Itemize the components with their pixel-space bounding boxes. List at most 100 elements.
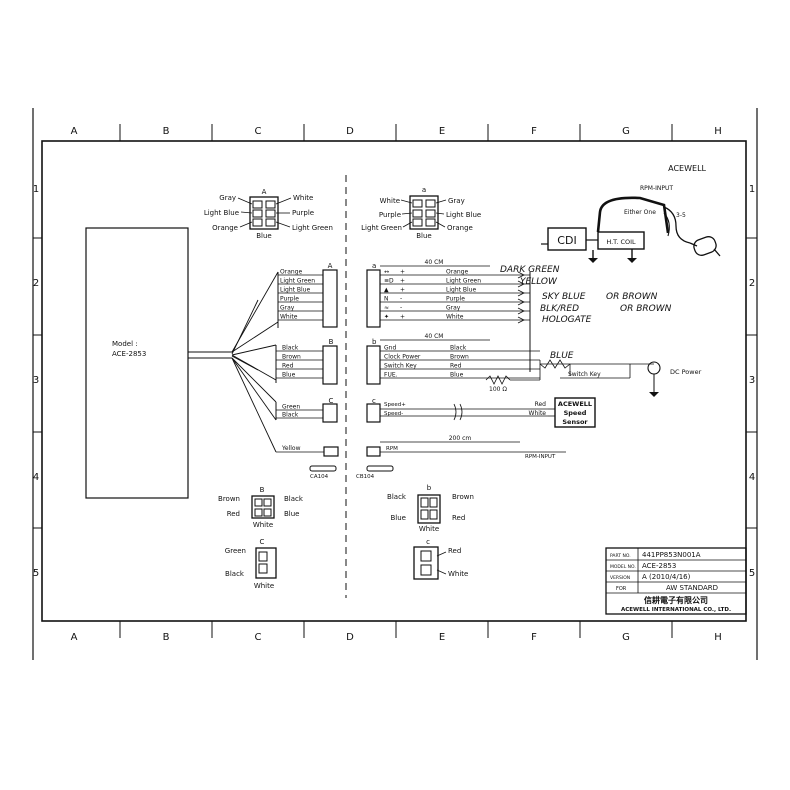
connector-letter: b	[372, 338, 377, 346]
wire-label: Light Green	[280, 278, 315, 285]
wire-label: Red	[448, 547, 461, 555]
cdi-label: CDI	[557, 234, 576, 247]
connector-letter: c	[426, 538, 430, 546]
handwritten-note: DARK GREEN	[500, 265, 560, 275]
wire-label: White	[280, 314, 298, 321]
wire-label: Brown	[218, 495, 240, 503]
handwritten-note: SKY BLUE	[542, 292, 586, 302]
wire-label: Green	[225, 547, 246, 555]
turns-label: 3-5	[676, 212, 686, 219]
company-name-cn: 信耕電子有限公司	[644, 595, 708, 605]
connector-C-body	[322, 403, 338, 423]
handwritten-notes: DARK GREEN YELLOW SKY BLUE OR BROWN BLK/…	[500, 265, 672, 361]
connector-C-bottom: C Green Black White	[225, 538, 277, 590]
rpm-input-label: RPM-INPUT	[640, 185, 673, 192]
column-label: B	[163, 126, 170, 137]
wire-label: White	[448, 570, 468, 578]
connector-letter: a	[422, 186, 426, 194]
connector-yellow-body	[323, 446, 339, 457]
column-label: C	[255, 632, 262, 643]
wire-label: Black	[387, 493, 407, 501]
function-label: FUE.	[384, 372, 398, 379]
title-block-value: ACE-2853	[642, 562, 676, 570]
row-label: 2	[33, 278, 39, 289]
row-label: 3	[33, 375, 39, 386]
wire-label: White	[529, 410, 547, 417]
wire-label: White	[446, 314, 464, 321]
wire-label: Red	[450, 363, 462, 370]
title-block-value: AW STANDARD	[666, 584, 718, 592]
wire-label: Red	[535, 401, 547, 408]
connector-rpm-body	[366, 446, 381, 457]
function-label: Gnd	[384, 345, 396, 352]
rpm-label: RPM	[386, 446, 398, 452]
title-block-label: VERSION	[610, 575, 630, 581]
wire-label: Light Blue	[446, 287, 476, 294]
connector-letter: A	[328, 262, 333, 270]
function-icon: N	[384, 296, 389, 303]
wire-label: Blue	[416, 232, 432, 240]
row-label: 1	[749, 184, 755, 195]
row-label: 4	[749, 472, 755, 483]
connector-letter: B	[260, 486, 265, 494]
wire-label: Light Blue	[204, 209, 239, 217]
function-icon: ✦	[384, 314, 389, 321]
title-block-value: A (2010/4/16)	[642, 573, 691, 581]
speed-sensor-label: Speed	[564, 409, 587, 417]
row-label: 1	[33, 184, 39, 195]
column-label: B	[163, 632, 170, 643]
connector-c-bottom: c Red White	[413, 538, 468, 580]
connector-b-body	[366, 345, 381, 385]
ca104-label: CA104	[310, 474, 329, 480]
column-label: G	[622, 126, 630, 137]
either-one-label: Either One	[624, 209, 656, 216]
wire-label: Green	[282, 404, 300, 411]
wire-label: Black	[282, 345, 299, 352]
column-label: A	[71, 632, 78, 643]
wire-label: Black	[450, 345, 467, 352]
model-number: ACE-2853	[112, 350, 146, 358]
wire-label: Gray	[219, 194, 236, 202]
wire-label: Blue	[450, 372, 464, 379]
connector-letter: a	[372, 262, 376, 270]
coil-label: H.T. COIL	[606, 238, 636, 246]
handwritten-note: BLK/RED	[540, 304, 579, 314]
row-label: 4	[33, 472, 39, 483]
wire-label: Brown	[452, 493, 474, 501]
connector-B-bottom: B Brown Red Black Blue White	[218, 486, 304, 529]
wire-label: Orange	[212, 224, 238, 232]
column-label: F	[531, 632, 537, 643]
row-label: 5	[33, 568, 39, 579]
title-block-label: FOR	[616, 586, 627, 592]
column-label: H	[714, 632, 722, 643]
cb104-label: CB104	[356, 474, 375, 480]
connector-a-body	[366, 269, 381, 328]
wire-label: White	[253, 521, 273, 529]
polarity-sign: +	[400, 314, 405, 321]
wire-label: Purple	[280, 296, 299, 303]
wire-label: Orange	[280, 269, 302, 276]
handwritten-note: HOLOGATE	[542, 315, 592, 325]
connector-c-body	[366, 403, 381, 423]
dc-power-label: DC Power	[670, 368, 702, 376]
speed-sensor-label: Sensor	[562, 418, 588, 426]
switch-key-label: Switch Key	[568, 371, 601, 378]
row-label: 3	[749, 375, 755, 386]
harness-right: a 40 CM ↔+Orange≡D+Light Green▲+Light Bl…	[356, 259, 702, 480]
row-label: 5	[749, 568, 755, 579]
wire-label: Black	[225, 570, 245, 578]
function-icon: ≈	[384, 305, 389, 312]
handwritten-note: OR BROWN	[606, 292, 658, 302]
function-icon: ↔	[384, 269, 389, 276]
rpm-input-out: RPM-INPUT	[525, 454, 556, 460]
polarity-sign: +	[400, 278, 405, 285]
wire-label: Red	[282, 363, 294, 370]
function-icon: ≡D	[384, 278, 394, 285]
wire-label: Orange	[446, 269, 468, 276]
wire-label: Light Blue	[280, 287, 310, 294]
wire-label: Blue	[282, 372, 296, 379]
column-label: D	[346, 632, 354, 643]
resistor-label: 100 Ω	[489, 386, 507, 393]
